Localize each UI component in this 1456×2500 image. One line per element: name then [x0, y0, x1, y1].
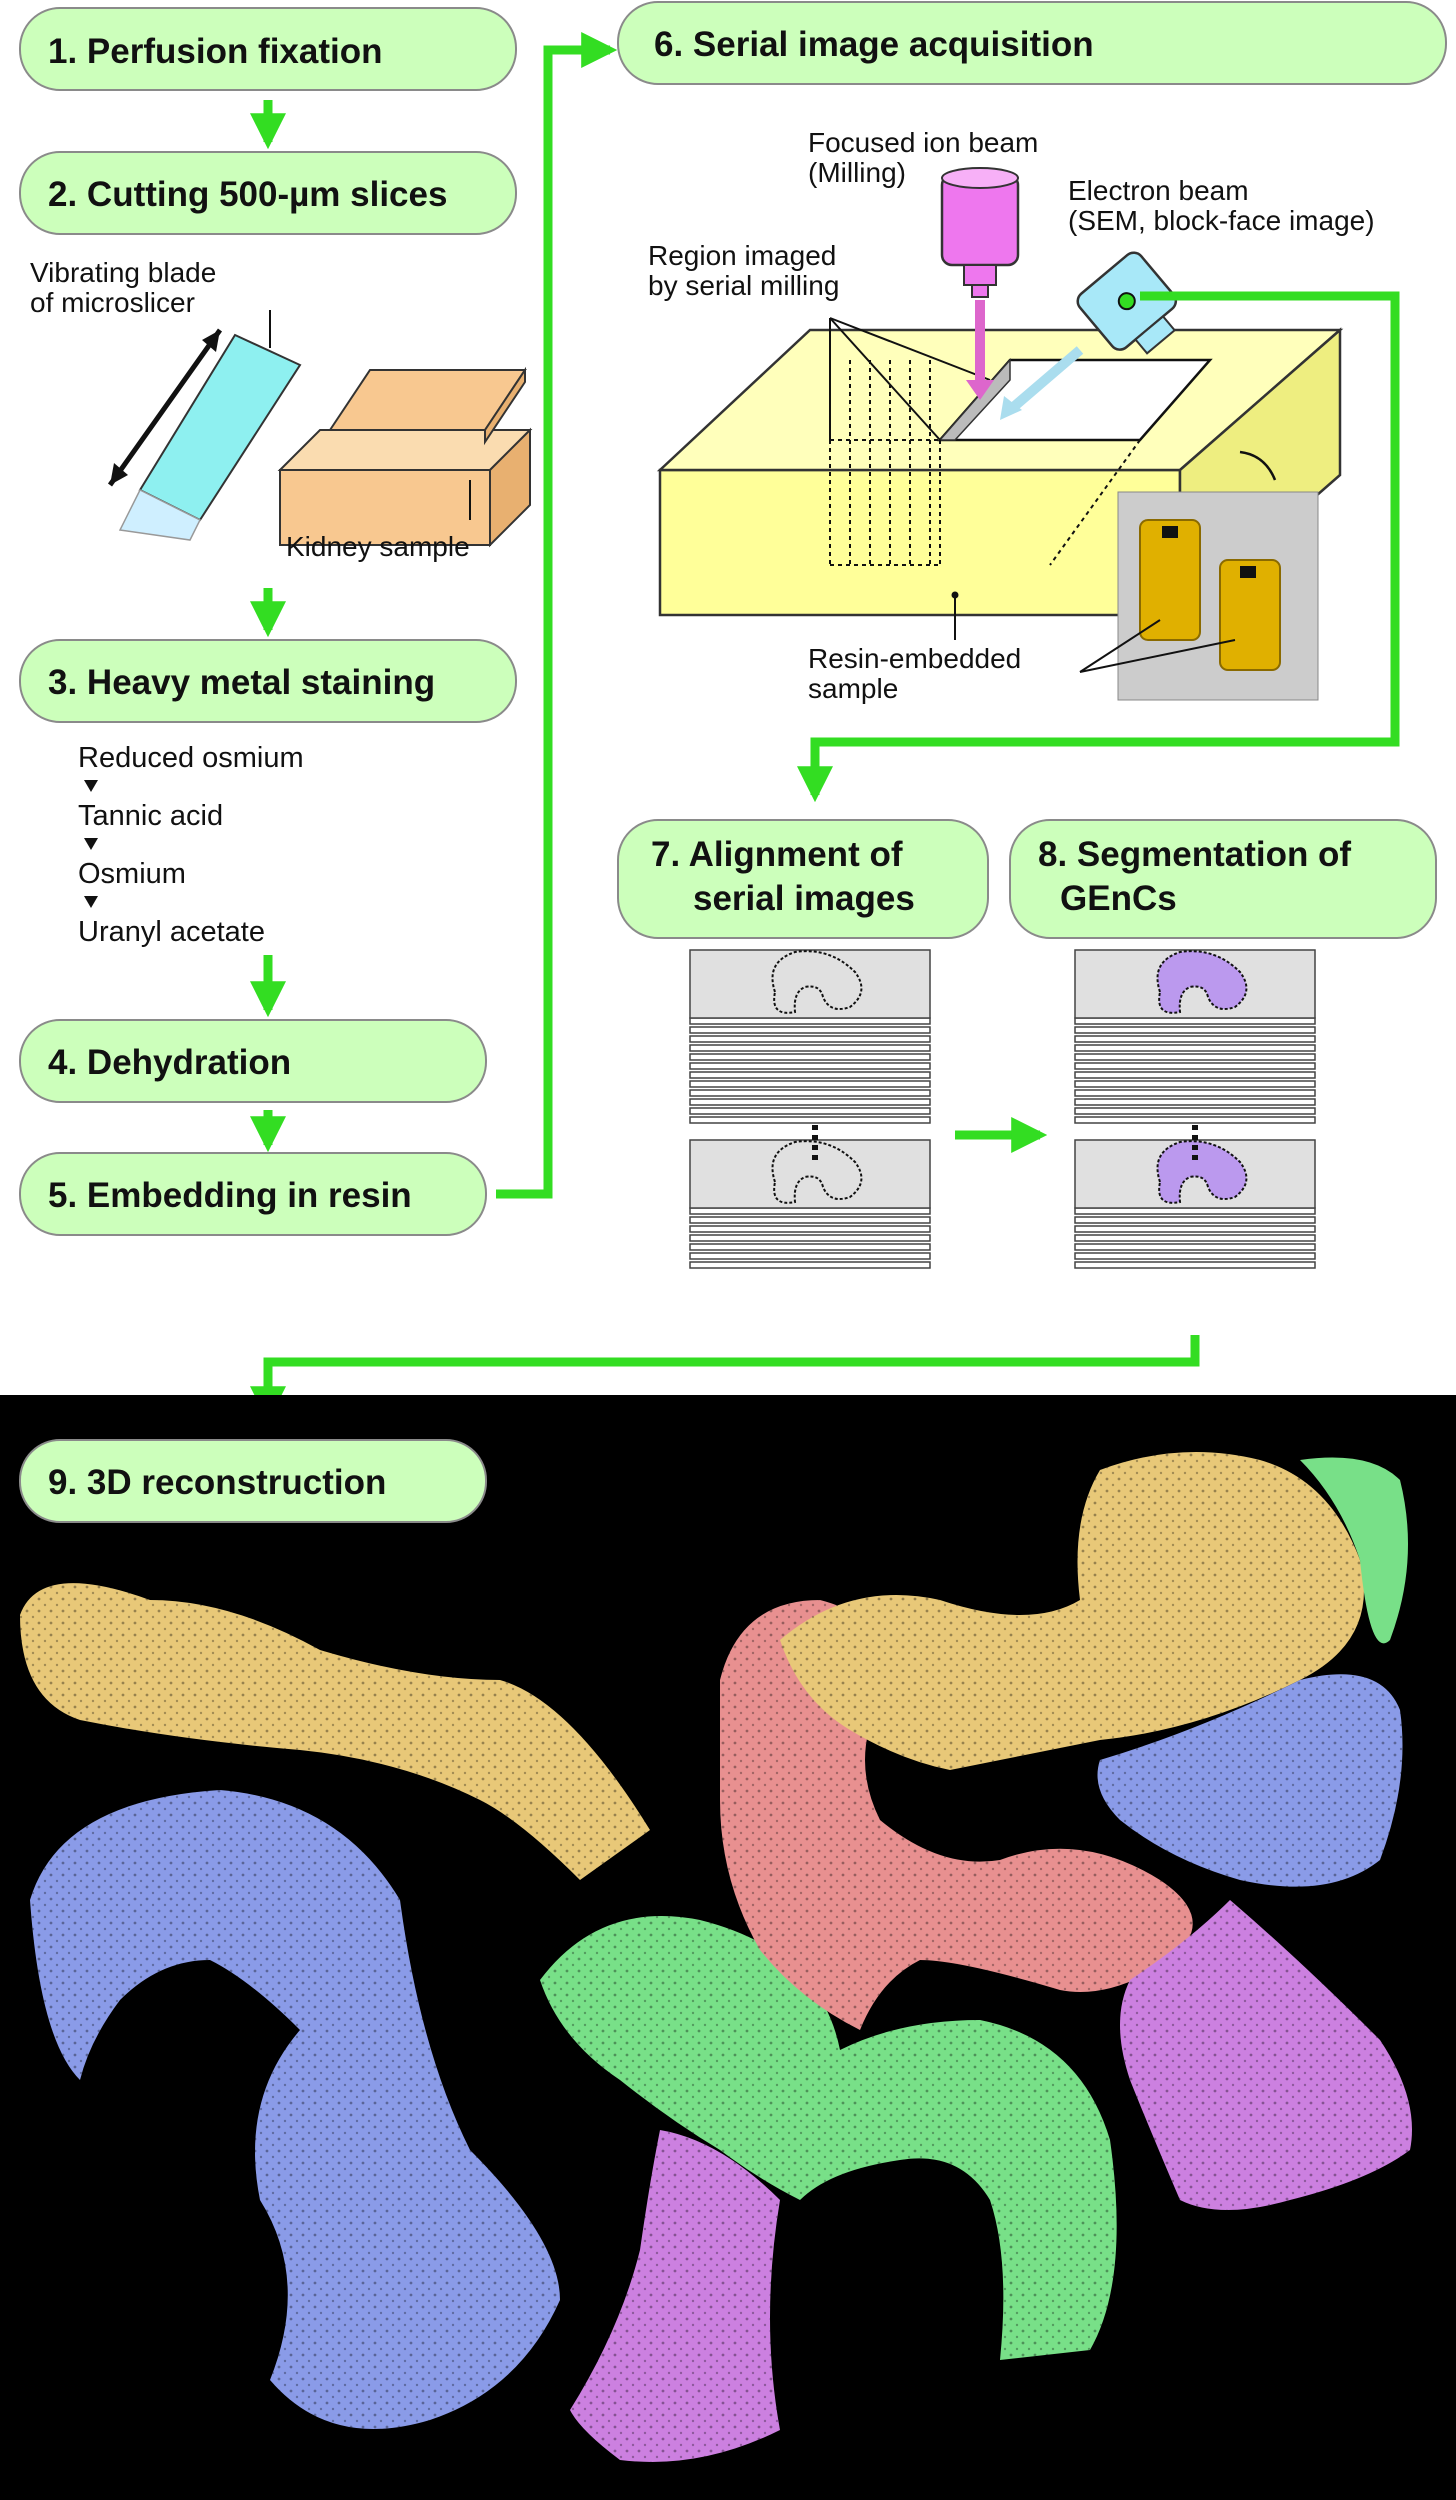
stain-arrow-2 [84, 838, 98, 850]
stack-layer [689, 1098, 931, 1106]
stack-layer [1074, 1071, 1316, 1079]
step-box-7: 7. Alignment of serial images [617, 819, 989, 939]
stack-layer [689, 1053, 931, 1061]
stack-layer [689, 1062, 931, 1070]
step-5-label: 5. Embedding in resin [48, 1176, 412, 1215]
stack-layer [1074, 1062, 1316, 1070]
step-box-8: 8. Segmentation of GEnCs [1009, 819, 1437, 939]
stack-layer [689, 1207, 931, 1215]
blade-label-line2: of microslicer [30, 287, 195, 318]
arrow-8-to-9 [250, 1335, 1200, 1423]
stain-3: Osmium [78, 858, 186, 890]
step-6-label: 6. Serial image acquisition [654, 25, 1094, 64]
stack-alignment-bottom [689, 1139, 931, 1269]
step-3-label: 3. Heavy metal staining [48, 663, 435, 702]
fib-label-line1: Focused ion beam [808, 127, 1038, 158]
step-box-3: 3. Heavy metal staining [19, 639, 517, 723]
stack-layer [1074, 1243, 1316, 1251]
stack-layer [689, 1234, 931, 1242]
electron-beam [1006, 346, 1084, 414]
stack-layer [1074, 1252, 1316, 1260]
stack-layer [1074, 1017, 1316, 1025]
stack-layer [689, 1216, 931, 1224]
stack-layer [689, 1107, 931, 1115]
microslicer-illustration: Vibrating blade of microslicer Kidney sa… [30, 257, 533, 562]
blade-icon [138, 333, 302, 522]
kidney-label: Kidney sample [286, 531, 470, 562]
stack-layer [1074, 1216, 1316, 1224]
stack-layer [689, 1026, 931, 1034]
stain-4: Uranyl acetate [78, 916, 265, 948]
recon-green-segment-right [1300, 1457, 1408, 1644]
stack-layer [689, 1071, 931, 1079]
step-1-label: 1. Perfusion fixation [48, 32, 383, 71]
step-box-6: 6. Serial image acquisition [617, 1, 1447, 85]
reconstruction-render [20, 1452, 1412, 2462]
stack-layer [689, 1252, 931, 1260]
stack-layer [1074, 1107, 1316, 1115]
step-box-1: 1. Perfusion fixation [19, 7, 517, 91]
step-8-label-line1: 8. Segmentation of [1038, 835, 1351, 874]
ebeam-label-line2: (SEM, block-face image) [1068, 205, 1375, 236]
stack-layer [1074, 1035, 1316, 1043]
stack-layer [1074, 1044, 1316, 1052]
arrow-6-to-7 [797, 291, 1400, 803]
fib-sem-illustration: Focused ion beam (Milling) Electron beam… [648, 127, 1375, 704]
blade-label-line1: Vibrating blade [30, 257, 216, 288]
stack-layer [1074, 1225, 1316, 1233]
fib-label-line2: (Milling) [808, 157, 906, 188]
stack-layer [689, 1261, 931, 1269]
stack-layer [1074, 1080, 1316, 1088]
region-label-line1: Region imaged [648, 240, 836, 271]
stack-layer [1074, 1089, 1316, 1097]
stack-layer [689, 1225, 931, 1233]
arrow-5-to-6 [496, 32, 618, 1199]
stack-layer [689, 1116, 931, 1124]
stack-layer [689, 1017, 931, 1025]
step-box-9: 9. 3D reconstruction [19, 1439, 487, 1523]
segmented-genc [1156, 950, 1248, 1014]
step-box-2: 2. Cutting 500-µm slices [19, 151, 517, 235]
stack-layer [689, 1080, 931, 1088]
staining-sequence: Reduced osmium Tannic acid Osmium Uranyl… [78, 742, 304, 948]
stack-layer [689, 1089, 931, 1097]
stain-2: Tannic acid [78, 800, 223, 832]
segmented-genc [1156, 1140, 1248, 1204]
stack-layer [1074, 1261, 1316, 1269]
stack-layer [1074, 1207, 1316, 1215]
step-7-label-line1: 7. Alignment of [651, 835, 903, 874]
region-label-line2: by serial milling [648, 270, 839, 301]
stack-top-image [689, 1139, 931, 1209]
ebeam-label-line1: Electron beam [1068, 175, 1249, 206]
blade-motion-arrow [107, 328, 223, 487]
resin-label-line2: sample [808, 673, 898, 704]
stack-segmentation-bottom [1074, 1139, 1316, 1269]
image-stacks [689, 949, 1316, 1269]
step-box-4: 4. Dehydration [19, 1019, 487, 1103]
step-7-label-line2: serial images [693, 879, 915, 918]
step-9-label: 9. 3D reconstruction [48, 1463, 386, 1502]
step-2-label: 2. Cutting 500-µm slices [48, 175, 447, 214]
resin-label-line1: Resin-embedded [808, 643, 1021, 674]
step-8-label-line2: GEnCs [1060, 879, 1177, 918]
stack-layer [689, 1035, 931, 1043]
stain-arrow-1 [84, 780, 98, 792]
stack-layer [1074, 1098, 1316, 1106]
step-4-label: 4. Dehydration [48, 1043, 291, 1082]
stack-layer [1074, 1116, 1316, 1124]
stack-segmentation-top [1074, 949, 1316, 1124]
stack-layer [1074, 1234, 1316, 1242]
stack-layer [1074, 1053, 1316, 1061]
genc-outline [771, 950, 863, 1014]
stack-alignment-top [689, 949, 931, 1124]
step-box-5: 5. Embedding in resin [19, 1152, 487, 1236]
stain-1: Reduced osmium [78, 742, 304, 774]
stack-layer [1074, 1026, 1316, 1034]
stain-arrow-3 [84, 896, 98, 908]
genc-outline [771, 1140, 863, 1204]
stack-top-image [689, 949, 931, 1019]
stack-layer [689, 1243, 931, 1251]
stack-layer [689, 1044, 931, 1052]
